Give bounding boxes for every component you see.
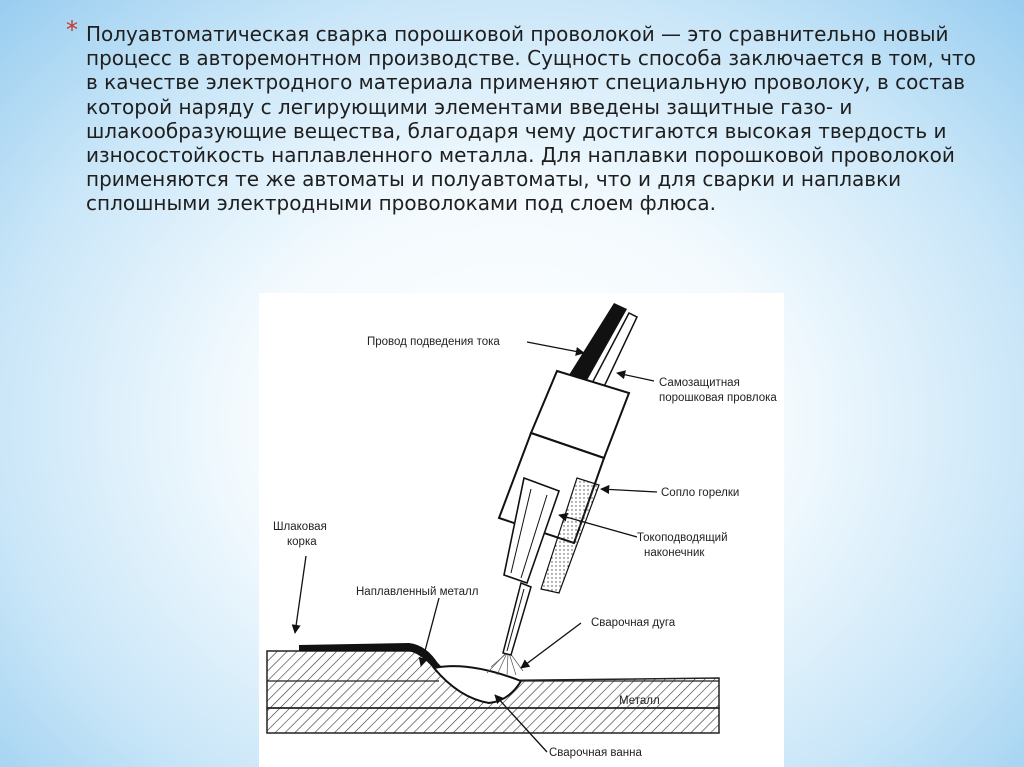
label-flux-wire-1: Самозащитная bbox=[659, 377, 740, 389]
welding-torch bbox=[497, 303, 638, 656]
label-current-wire: Провод подведения тока bbox=[367, 336, 500, 348]
label-arc: Сварочная дуга bbox=[591, 617, 676, 629]
label-deposited-metal: Наплавленный металл bbox=[356, 586, 478, 598]
label-flux-wire-2: порошковая провлока bbox=[659, 392, 777, 404]
base-metal bbox=[266, 650, 720, 734]
welding-diagram: Провод подведения тока Самозащитная поро… bbox=[259, 293, 784, 767]
label-metal: Металл bbox=[619, 695, 660, 707]
bullet-asterisk: * bbox=[66, 16, 78, 44]
label-slag-1: Шлаковая bbox=[273, 521, 327, 533]
slide-paragraph: Полуавтоматическая сварка порошковой про… bbox=[86, 22, 976, 216]
label-slag-2: корка bbox=[287, 536, 317, 548]
leader-arrows bbox=[291, 341, 658, 753]
label-nozzle: Сопло горелки bbox=[661, 487, 739, 499]
weld-pool bbox=[432, 665, 523, 705]
label-weld-pool: Сварочная ванна bbox=[549, 747, 642, 759]
slag-crust bbox=[299, 643, 445, 673]
label-contact-tip-1: Токоподводящий bbox=[637, 532, 728, 544]
label-contact-tip-2: наконечник bbox=[644, 547, 705, 559]
arc-sparks bbox=[486, 652, 524, 677]
